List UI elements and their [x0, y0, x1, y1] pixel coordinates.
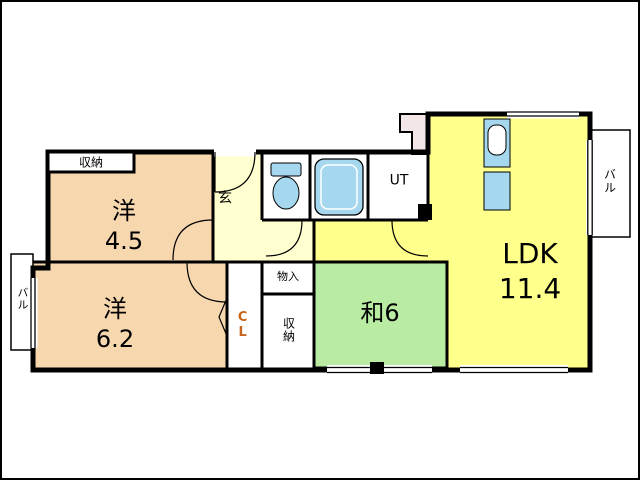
storage-top-box: [46, 150, 136, 174]
kitchen-sink-icon: [487, 124, 507, 156]
western2-label: 洋 6.2: [96, 294, 134, 354]
interior-walls: [33, 152, 430, 370]
western2-size: 6.2: [95, 325, 135, 353]
entrance-hall-area: [213, 152, 314, 262]
column-block: [418, 204, 432, 220]
western1-label: 洋 4.5: [105, 196, 143, 256]
ldk-size: 11.4: [498, 272, 562, 305]
japanese-room-label: 和6: [360, 299, 400, 327]
western1-name: 洋: [111, 197, 136, 225]
storage-center-area: [262, 294, 314, 370]
kitchen-unit-icon: [483, 171, 511, 211]
balcony-right-label: バル: [602, 168, 617, 194]
pipe-space-step: [399, 113, 429, 155]
western2-name: 洋: [102, 295, 127, 323]
toilet-bowl-icon: [272, 176, 300, 210]
storage-top-label: 収納: [78, 155, 104, 170]
western1-size: 4.5: [104, 227, 144, 255]
ldk-name: LDK: [502, 237, 558, 270]
closet-small-area: [262, 262, 314, 294]
cl-bifold-door: [218, 297, 228, 337]
exterior-wall-outline: [30, 111, 593, 373]
entrance-label: 玄: [218, 190, 232, 207]
closet-small-label: 物入: [277, 270, 299, 284]
toilet-tank-icon: [270, 162, 302, 177]
door-arcs: [172, 151, 429, 337]
utility-label: UT: [389, 172, 409, 189]
western2-door-arc: [186, 261, 228, 303]
utility-door-arc: [391, 219, 429, 257]
western-room-2-area: [33, 262, 227, 370]
bathtub-icon: [314, 158, 364, 216]
front-door-arc: [214, 151, 256, 193]
front-door-opening: [214, 148, 256, 157]
storage-center-label: 収納: [281, 317, 296, 343]
ldk-label: LDK 11.4: [499, 236, 561, 306]
balcony-left-label: バル: [15, 287, 29, 311]
balcony-right-area: [589, 129, 631, 238]
bathtub-inner-line: [320, 164, 358, 210]
closet-cl-label: CL: [235, 310, 251, 340]
toilet-door-arc: [265, 219, 303, 257]
western1-door-arc: [172, 219, 214, 261]
closet-cl-area: [227, 262, 262, 370]
fixtures: [270, 118, 511, 374]
window-center-post: [370, 362, 384, 374]
